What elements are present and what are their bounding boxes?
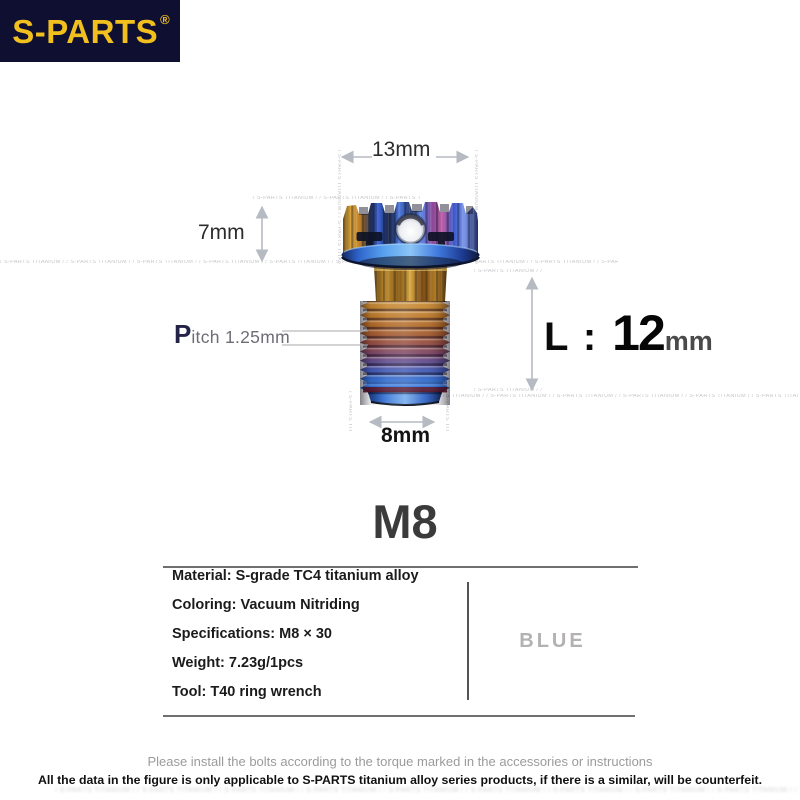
registered-trademark-icon: ® — [160, 11, 170, 27]
spec-row-material: Material: S-grade TC4 titanium alloy — [172, 568, 419, 584]
size-title: M8 — [372, 495, 438, 548]
spec-row-weight: Weight: 7.23g/1pcs — [172, 655, 304, 671]
watermark-text: / S-PARTS TITANIUM / / S-PARTS TITANIUM … — [0, 260, 618, 265]
pitch-label-prefix: P — [174, 319, 192, 349]
length-label: L : — [544, 315, 599, 359]
footer-counterfeit-note: All the data in the figure is only appli… — [37, 773, 763, 787]
brand-logo: S-PARTS® — [0, 0, 180, 62]
length-label-group: L : 12 mm — [544, 308, 713, 358]
length-value: 12 — [612, 305, 666, 361]
dim-head-height-label: 7mm — [198, 221, 245, 244]
dim-thread-diameter-label: 8mm — [381, 424, 431, 447]
table-divider — [467, 582, 469, 700]
table-bottom-rule — [163, 715, 635, 717]
color-name-label: BLUE — [519, 629, 586, 652]
spec-row-coloring: Coloring: Vacuum Nitriding — [172, 597, 360, 613]
pitch-label-value: itch 1.25mm — [191, 327, 290, 347]
watermark-text: / S-PARTS TITANIUM / / S-PARTS TITANIUM … — [55, 787, 800, 794]
spec-row-specifications: Specifications: M8 × 30 — [172, 626, 332, 642]
spec-row-tool: Tool: T40 ring wrench — [172, 684, 322, 700]
brand-logo-text: S-PARTS — [12, 12, 159, 50]
length-unit: mm — [664, 326, 713, 356]
table-top-rule — [163, 566, 638, 568]
bolt-image — [340, 202, 481, 406]
dim-head-width-label: 13mm — [372, 138, 431, 161]
footer-install-note: Please install the bolts according to th… — [147, 754, 653, 769]
spec-rows: Material: S-grade TC4 titanium alloy Col… — [172, 569, 462, 714]
